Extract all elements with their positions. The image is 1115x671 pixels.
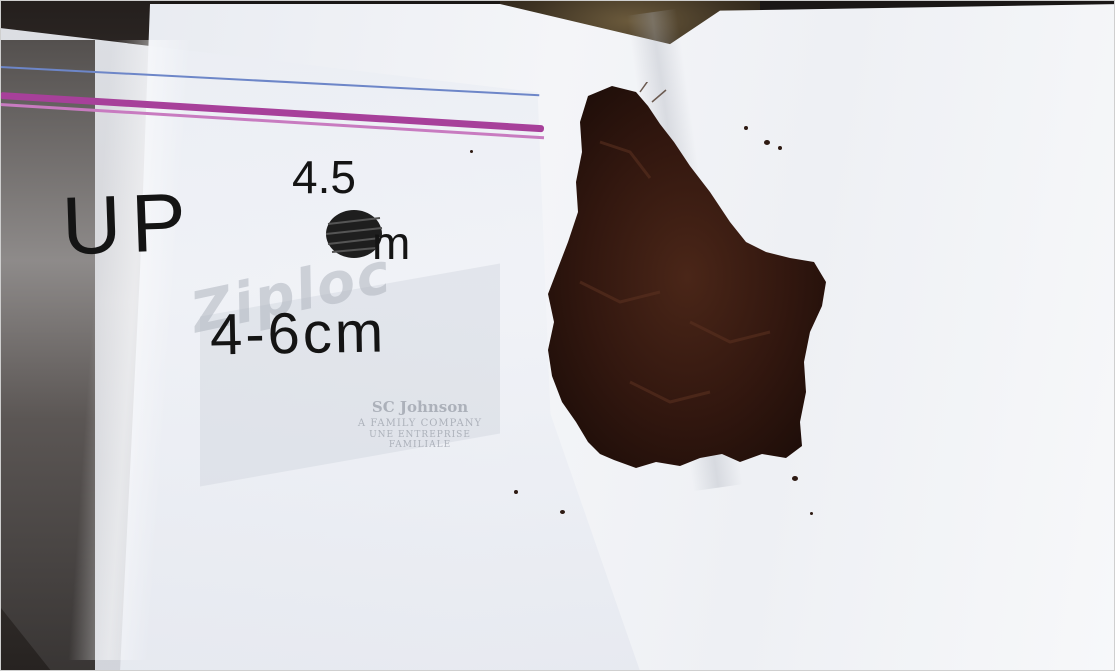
soil-crumb: [810, 512, 813, 515]
soil-crumb: [792, 476, 798, 481]
tagline-english: A FAMILY COMPANY: [357, 418, 483, 429]
soil-crumb: [778, 146, 782, 150]
company-imprint: SC Johnson A FAMILY COMPANY UNE ENTREPRI…: [340, 398, 500, 450]
soil-sample: [548, 82, 826, 468]
soil-crumb: [470, 150, 473, 153]
depth-value: 4.5: [292, 151, 356, 203]
depth-unit: m: [372, 217, 411, 269]
orientation-label: UP: [60, 176, 198, 273]
soil-crumb: [560, 510, 565, 514]
maker-name: SC Johnson: [371, 398, 469, 416]
soil-crumb: [744, 126, 748, 130]
tagline-french: UNE ENTREPRISE FAMILIALE: [369, 430, 471, 450]
bag-dark-fold: [0, 40, 95, 671]
soil-crumb: [514, 490, 518, 494]
scribbled-out-mark: [325, 210, 383, 258]
soil-crumb: [764, 140, 770, 145]
depth-range: 4-6cm: [209, 299, 387, 368]
